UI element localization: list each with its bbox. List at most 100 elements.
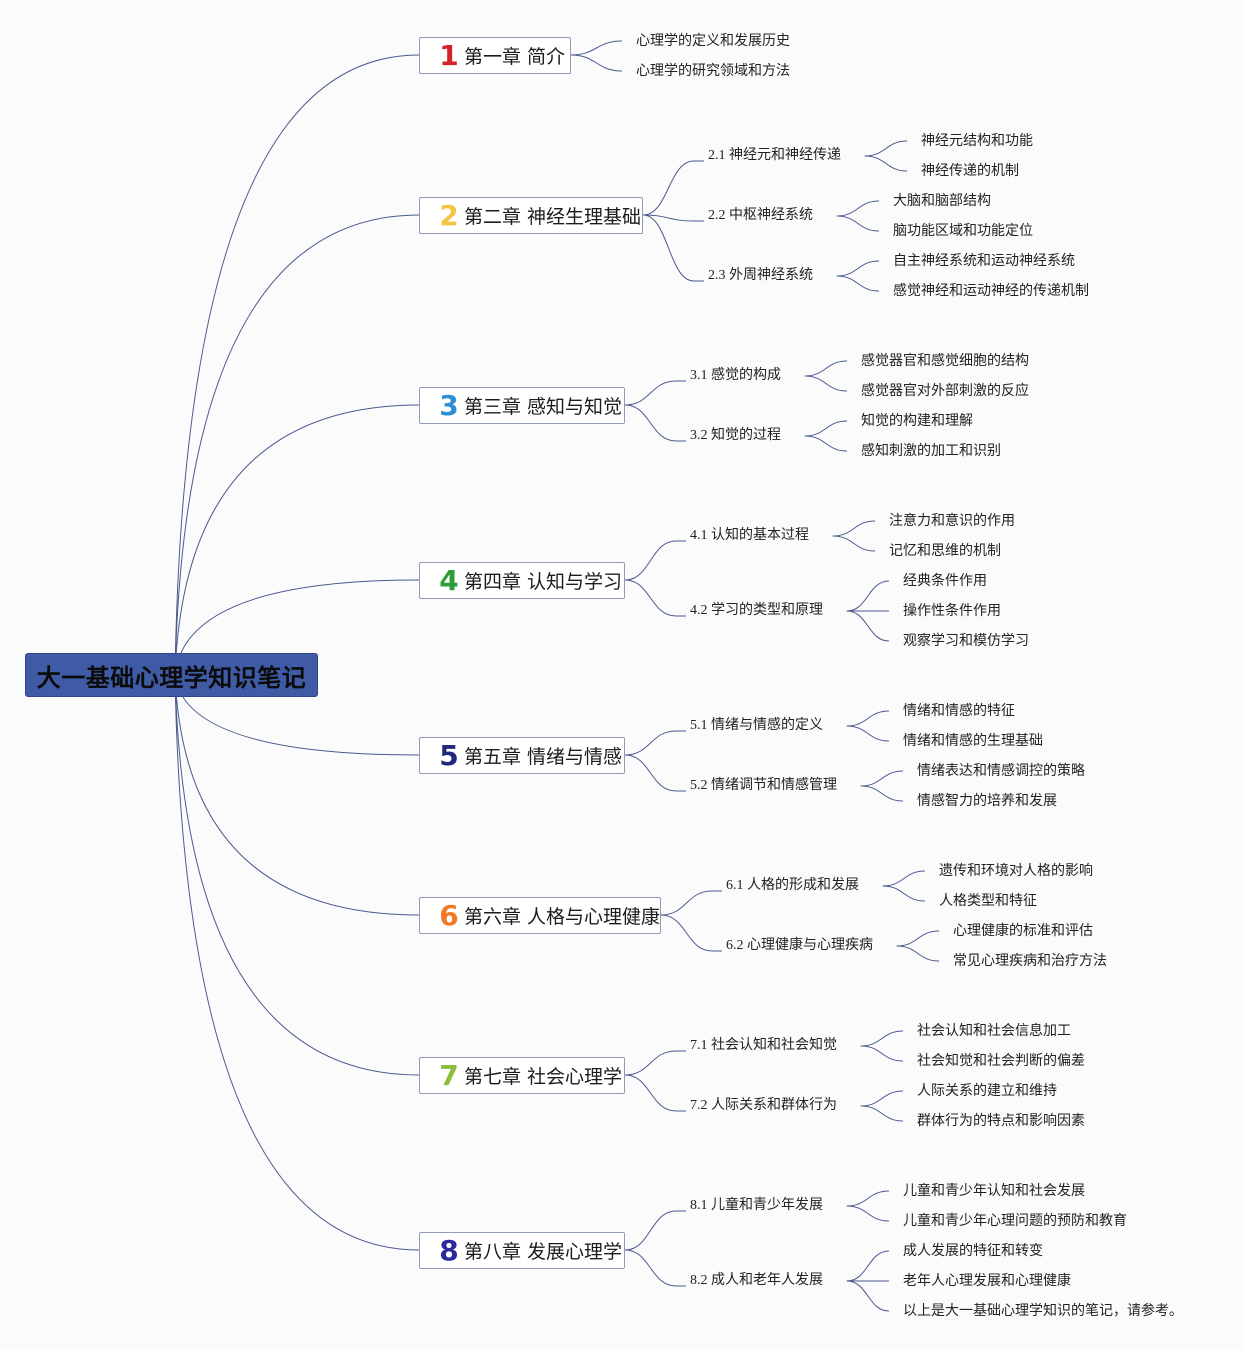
section-topic[interactable]: 5.2 情绪调节和情感管理 — [690, 778, 837, 793]
leaf-connector — [832, 535, 876, 552]
chapter-number: 2 — [439, 199, 459, 232]
section-topic[interactable]: 7.1 社会认知和社会知觉 — [690, 1038, 837, 1053]
section-topic[interactable]: 7.2 人际关系和群体行为 — [690, 1098, 837, 1113]
section-topic[interactable]: 4.2 学习的类型和原理 — [690, 603, 823, 618]
leaf-topic[interactable]: 观察学习和模仿学习 — [903, 633, 1029, 649]
leaf-topic[interactable]: 成人发展的特征和转变 — [903, 1243, 1043, 1259]
leaf-connector — [846, 1190, 890, 1207]
leaf-connector — [882, 885, 926, 902]
leaf-connector — [846, 610, 890, 642]
section-topic[interactable]: 6.2 心理健康与心理疾病 — [726, 938, 873, 953]
section-connector — [624, 754, 677, 792]
leaf-topic[interactable]: 自主神经系统和运动神经系统 — [893, 253, 1075, 269]
leaf-topic[interactable]: 情绪和情感的特征 — [903, 703, 1015, 719]
leaf-topic[interactable]: 儿童和青少年认知和社会发展 — [903, 1183, 1085, 1199]
section-topic[interactable]: 8.1 儿童和青少年发展 — [690, 1198, 823, 1213]
leaf-topic[interactable]: 群体行为的特点和影响因素 — [917, 1113, 1085, 1129]
leaf-connector — [860, 1090, 904, 1107]
section-topic[interactable]: 3.2 知觉的过程 — [690, 428, 781, 443]
section-topic[interactable]: 5.1 情绪与情感的定义 — [690, 718, 823, 733]
leaf-connector — [570, 54, 623, 72]
leaf-connector — [860, 1105, 904, 1122]
leaf-topic[interactable]: 感知刺激的加工和识别 — [861, 443, 1001, 459]
chapter-number: 8 — [439, 1234, 459, 1267]
chapter-label: 第六章 人格与心理健康 — [463, 906, 660, 928]
leaf-topic[interactable]: 知觉的构建和理解 — [861, 413, 973, 429]
chapter-label: 第三章 感知与知觉 — [464, 396, 623, 418]
root-connector — [174, 404, 420, 676]
leaf-connector — [846, 1250, 890, 1282]
leaf-topic[interactable]: 人际关系的建立和维持 — [917, 1083, 1057, 1099]
leaf-topic[interactable]: 神经元结构和功能 — [921, 133, 1033, 149]
chapter-number: 3 — [439, 389, 459, 422]
leaf-connector — [804, 360, 848, 377]
leaf-topic[interactable]: 操作性条件作用 — [903, 603, 1001, 619]
leaf-connector — [846, 1280, 890, 1312]
leaf-topic[interactable]: 情感智力的培养和发展 — [917, 793, 1057, 809]
leaf-topic[interactable]: 经典条件作用 — [903, 573, 987, 589]
section-connector — [660, 914, 713, 952]
leaf-topic[interactable]: 心理学的定义和发展历史 — [636, 33, 790, 49]
root-connector — [174, 54, 420, 676]
section-connector — [624, 380, 677, 406]
chapter-number: 7 — [439, 1059, 459, 1092]
leaf-topic[interactable]: 大脑和脑部结构 — [893, 193, 991, 209]
leaf-connector — [860, 1045, 904, 1062]
root-topic[interactable]: 大一基础心理学知识笔记 — [25, 653, 318, 697]
section-connector — [642, 214, 695, 282]
leaf-topic[interactable]: 人格类型和特征 — [939, 893, 1037, 909]
leaf-connector — [804, 375, 848, 392]
section-connector — [624, 1210, 677, 1251]
leaf-connector — [882, 870, 926, 887]
section-topic[interactable]: 2.2 中枢神经系统 — [708, 208, 813, 223]
chapter-number: 4 — [439, 564, 459, 597]
leaf-connector — [860, 1030, 904, 1047]
leaf-topic[interactable]: 感觉器官对外部刺激的反应 — [861, 383, 1029, 399]
leaf-connector — [836, 215, 880, 232]
section-connector — [624, 540, 677, 581]
leaf-topic[interactable]: 情绪和情感的生理基础 — [903, 733, 1043, 749]
leaf-topic[interactable]: 老年人心理发展和心理健康 — [903, 1273, 1071, 1289]
leaf-topic[interactable]: 遗传和环境对人格的影响 — [939, 863, 1093, 879]
section-connector — [660, 890, 713, 916]
leaf-topic[interactable]: 社会认知和社会信息加工 — [917, 1023, 1071, 1039]
leaf-connector — [846, 580, 890, 612]
section-topic[interactable]: 2.1 神经元和神经传递 — [708, 148, 841, 163]
leaf-topic[interactable]: 感觉神经和运动神经的传递机制 — [893, 283, 1089, 299]
chapter-label: 第八章 发展心理学 — [464, 1241, 623, 1263]
leaf-topic[interactable]: 注意力和意识的作用 — [889, 513, 1015, 529]
leaf-topic[interactable]: 社会知觉和社会判断的偏差 — [917, 1053, 1085, 1069]
section-topic[interactable]: 3.1 感觉的构成 — [690, 368, 781, 383]
leaf-topic[interactable]: 心理健康的标准和评估 — [953, 923, 1093, 939]
leaf-topic[interactable]: 神经传递的机制 — [921, 163, 1019, 179]
leaf-topic[interactable]: 记忆和思维的机制 — [889, 543, 1001, 559]
leaf-topic[interactable]: 感觉器官和感觉细胞的结构 — [861, 353, 1029, 369]
leaf-topic[interactable]: 情绪表达和情感调控的策略 — [917, 763, 1085, 779]
chapter-number: 6 — [439, 899, 459, 932]
chapter-label: 第一章 简介 — [464, 46, 566, 68]
section-connector — [624, 730, 677, 756]
section-connector — [624, 579, 677, 617]
leaf-topic[interactable]: 儿童和青少年心理问题的预防和教育 — [903, 1213, 1127, 1229]
section-topic[interactable]: 6.1 人格的形成和发展 — [726, 878, 859, 893]
section-topic[interactable]: 2.3 外周神经系统 — [708, 268, 813, 283]
section-connector — [624, 1074, 677, 1112]
leaf-topic[interactable]: 常见心理疾病和治疗方法 — [953, 953, 1107, 969]
leaf-topic[interactable]: 脑功能区域和功能定位 — [893, 223, 1033, 239]
leaf-topic[interactable]: 心理学的研究领域和方法 — [636, 63, 790, 79]
section-topic[interactable]: 8.2 成人和老年人发展 — [690, 1273, 823, 1288]
leaf-connector — [846, 1205, 890, 1222]
section-topic[interactable]: 4.1 认知的基本过程 — [690, 528, 809, 543]
leaf-topic[interactable]: 以上是大一基础心理学知识的笔记，请参考。 — [903, 1303, 1183, 1319]
chapter-label: 第五章 情绪与情感 — [464, 746, 623, 768]
leaf-connector — [836, 200, 880, 217]
